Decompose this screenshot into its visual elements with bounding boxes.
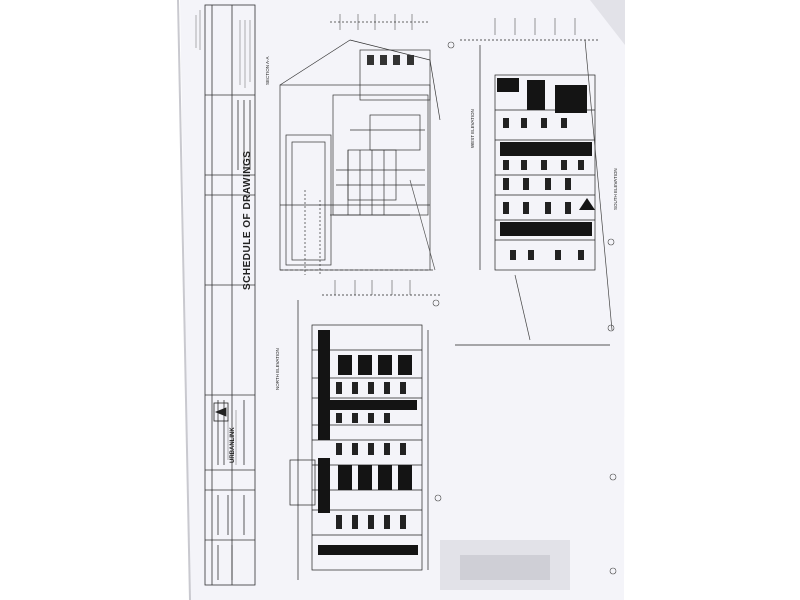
section-level-markers xyxy=(339,14,413,30)
north-arrow-icon xyxy=(213,402,229,422)
west-elevation-windows xyxy=(503,118,584,260)
north-level-markers xyxy=(334,280,411,295)
margin-notes xyxy=(195,10,251,465)
north-elevation-dark-blocks xyxy=(318,330,418,555)
west-elevation-dark-bands xyxy=(497,78,595,236)
south-elevation-label: SOUTH ELEVATION xyxy=(613,168,618,210)
section-windows xyxy=(367,55,414,65)
sheet-title: SCHEDULE OF DRAWINGS xyxy=(242,150,253,290)
north-elevation-windows xyxy=(336,382,406,529)
grid-reference-circles xyxy=(432,41,617,575)
north-elevation-label: NORTH ELEVATION xyxy=(275,348,280,390)
title-block xyxy=(204,4,256,586)
logo-text: URBANLINK xyxy=(230,427,236,463)
section-a-a-drawing xyxy=(279,21,441,275)
west-level-markers xyxy=(494,18,576,35)
toner-smudge xyxy=(440,540,570,590)
west-elevation-drawing xyxy=(455,39,613,346)
section-a-a-label: SECTION A-A xyxy=(265,56,270,85)
west-elevation-label: WEST ELEVATION xyxy=(470,109,475,148)
folded-corner xyxy=(590,0,625,45)
